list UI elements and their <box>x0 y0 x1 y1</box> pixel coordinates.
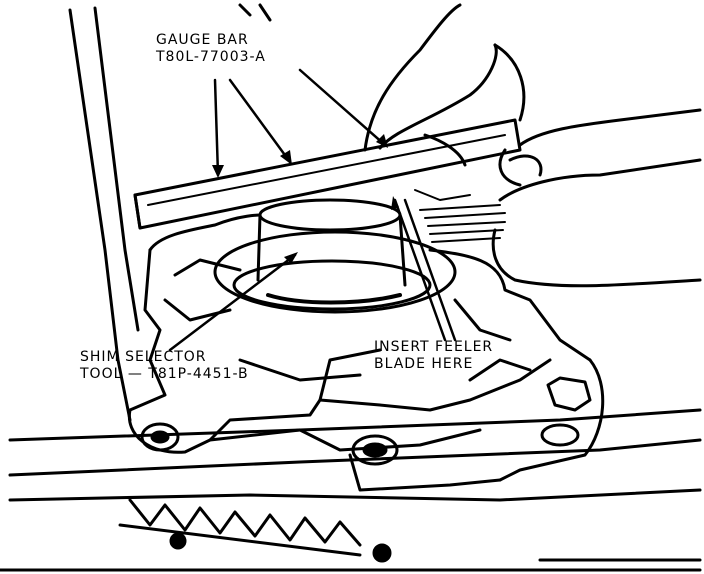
shim-selector-label: SHIM SELECTOR TOOL — T81P-4451-B <box>80 349 249 383</box>
gauge-bar-label-line1: GAUGE BAR <box>156 32 249 48</box>
gauge-bar-leader-2 <box>228 78 292 164</box>
feeler-blade-area <box>414 189 506 243</box>
work-surface <box>0 6 702 572</box>
gauge-bar-label-line2: T80L-77003-A <box>156 49 266 65</box>
gauge-bar-leader-3 <box>298 68 387 147</box>
housing-bolts <box>140 376 592 563</box>
insert-feeler-label: INSERT FEELER BLADE HERE <box>374 339 493 373</box>
shim-selector-label-line1: SHIM SELECTOR <box>80 349 207 365</box>
shim-selector-tool <box>213 198 457 314</box>
feeler-blade-leader-2 <box>403 198 457 342</box>
gauge-bar-leader-1 <box>213 78 220 177</box>
shim-selector-label-line2: TOOL — T81P-4451-B <box>80 366 249 382</box>
leader-lines <box>168 68 457 352</box>
shim-selector-leader <box>168 253 297 352</box>
ring-gear <box>118 498 362 557</box>
gauge-bar <box>133 118 522 230</box>
technician-hands <box>238 3 702 288</box>
insert-feeler-label-line2: BLADE HERE <box>374 356 474 372</box>
leader-arrowheads <box>212 134 399 264</box>
insert-feeler-label-line1: INSERT FEELER <box>374 339 494 355</box>
feeler-blade-leader-1 <box>393 198 447 342</box>
gauge-bar-label: GAUGE BAR T80L-77003-A <box>156 32 266 66</box>
